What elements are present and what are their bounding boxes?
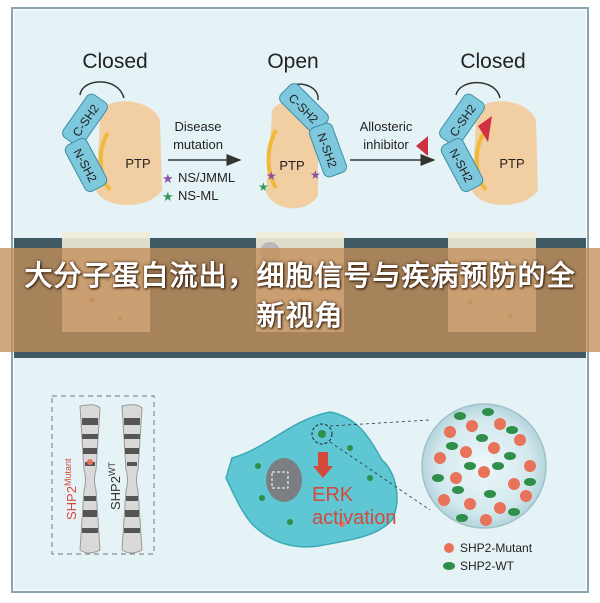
state-title-closed-left: Closed <box>82 50 147 73</box>
protein-closed-right: PTP C-SH2 N-SH2 <box>439 81 538 205</box>
zoom-line-bottom <box>329 441 431 511</box>
star-green-icon: ★ <box>162 189 174 204</box>
legend-wt-label: SHP2-WT <box>460 559 515 573</box>
bound-inhibitor-icon <box>478 116 492 142</box>
sphere-wt-dots <box>432 408 536 522</box>
legend-ns-jmml: NS/JMML <box>178 170 235 185</box>
arrow1-line1: Disease <box>175 119 222 134</box>
nucleus-zoom-box <box>271 471 289 489</box>
star-purple-icon: ★ <box>162 171 174 186</box>
chromosome-wt <box>121 404 143 554</box>
legend-mutant-swatch <box>444 543 454 553</box>
chromosome-wt-label: SHP2WT <box>107 462 123 510</box>
star-purple-icon: ★ <box>310 168 321 182</box>
arrow2-line2: inhibitor <box>363 137 409 152</box>
activation-label: activation <box>312 507 397 529</box>
erk-label: ERK <box>312 484 354 506</box>
headline-banner <box>0 248 600 352</box>
cell-body <box>225 411 398 548</box>
ptp-label: PTP <box>279 158 304 173</box>
cell-nucleus <box>266 458 302 502</box>
erk-arrow-stem <box>318 452 328 466</box>
ptp-label: PTP <box>499 156 524 171</box>
star-purple-icon: ★ <box>266 169 277 183</box>
inhibitor-triangle-icon <box>416 136 428 156</box>
chromosome-box <box>51 395 155 555</box>
ptp-label: PTP <box>125 156 150 171</box>
arrow1-line2: mutation <box>173 137 223 152</box>
zoom-line-top <box>329 419 431 427</box>
headline-text: 大分子蛋白流出，细胞信号与疾病预防的全新视角 <box>24 259 576 332</box>
sphere-mutant-dots <box>434 418 536 526</box>
protein-open: PTP C-SH2 N-SH2 ★ ★ ★ <box>258 83 347 209</box>
cell-protein-dot <box>318 430 326 438</box>
ptp-domain <box>96 101 162 205</box>
state-title-closed-right: Closed <box>460 50 525 73</box>
zoom-circle <box>311 423 333 445</box>
ptp-domain <box>472 101 538 205</box>
state-title-open: Open <box>267 50 318 73</box>
chromosome-mutant <box>79 404 101 554</box>
legend-mutant-label: SHP2-Mutant <box>460 541 533 555</box>
ptp-domain <box>266 102 318 209</box>
arrow2-line1: Allosteric <box>360 119 413 134</box>
legend-wt-swatch <box>443 562 455 570</box>
chromosome-mutant-label: SHP2Mutant <box>63 458 79 520</box>
legend-ns-ml: NS-ML <box>178 188 218 203</box>
erk-arrow-icon <box>313 466 333 478</box>
star-green-icon: ★ <box>258 180 269 194</box>
